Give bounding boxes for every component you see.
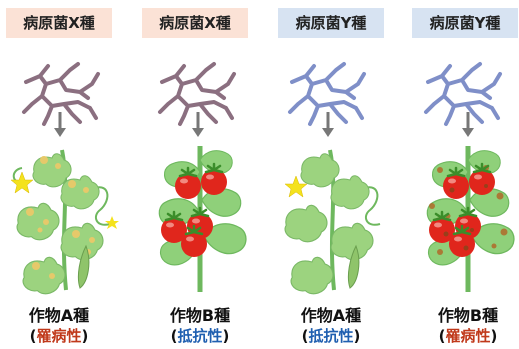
crop-label-3: 作物A種 — [300, 306, 362, 325]
result-close-paren: ) — [81, 327, 89, 345]
result-close-paren: ) — [222, 327, 230, 345]
pathogen-label-4: 病原菌Y種 — [412, 8, 518, 38]
result-close-paren: ) — [490, 327, 498, 345]
pathogen-label-3: 病原菌Y種 — [278, 8, 384, 38]
result-close-paren: ) — [353, 327, 361, 345]
result-text: 罹病性 — [445, 327, 491, 345]
result-label-4: (罹病性) — [413, 325, 519, 346]
result-label-2: (抵抗性) — [145, 325, 255, 346]
tomato-plant-icon — [426, 146, 515, 292]
result-open-paren: ( — [170, 327, 178, 345]
result-label-3: (抵抗性) — [276, 325, 386, 346]
pathogen-label-1: 病原菌X種 — [6, 8, 112, 38]
pathogen-label-2: 病原菌X種 — [142, 8, 248, 38]
result-text: 抵抗性 — [177, 327, 223, 345]
result-open-paren: ( — [301, 327, 309, 345]
arrow-down-icon — [320, 110, 336, 139]
arrow-down-icon — [190, 110, 206, 139]
result-open-paren: ( — [438, 327, 446, 345]
result-text: 罹病性 — [36, 327, 82, 345]
crop-label-1: 作物A種 — [28, 306, 90, 325]
crop-label-2: 作物B種 — [169, 306, 231, 325]
cucumber-plant-icon — [10, 149, 119, 295]
tomato-plant-icon — [158, 146, 247, 292]
cucumber-plant-icon — [284, 149, 381, 295]
crop-label-4: 作物B種 — [437, 306, 499, 325]
pathogen-y-icon — [424, 62, 502, 126]
result-label-1: (罹病性) — [4, 325, 114, 346]
result-text: 抵抗性 — [308, 327, 354, 345]
arrow-down-icon — [460, 110, 476, 139]
arrow-down-icon — [52, 110, 68, 139]
result-open-paren: ( — [29, 327, 37, 345]
